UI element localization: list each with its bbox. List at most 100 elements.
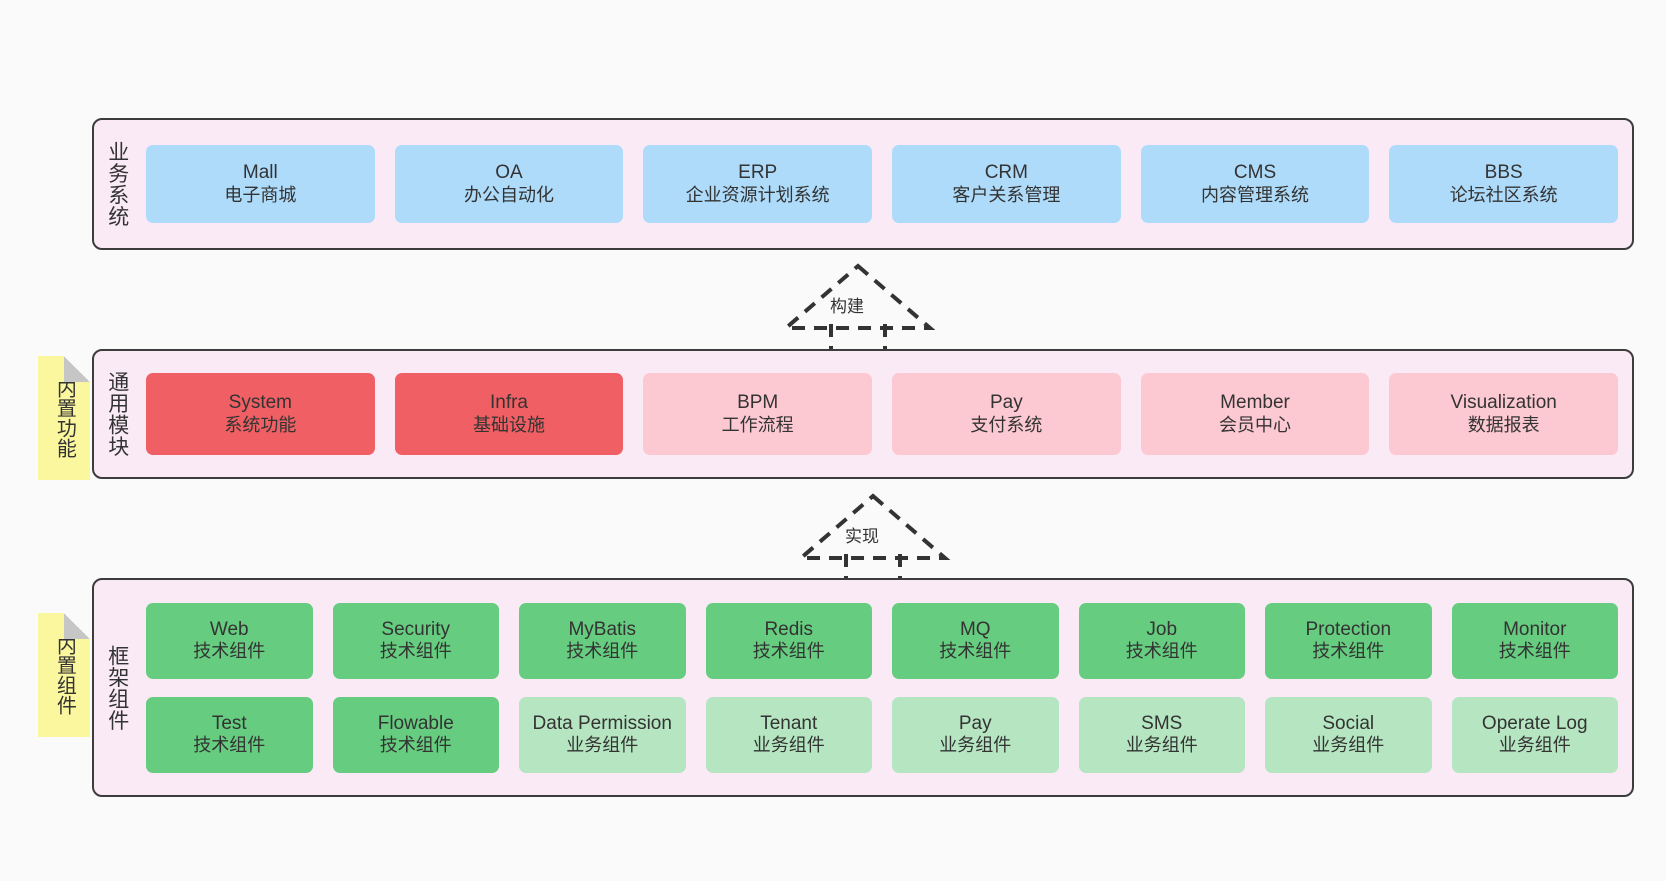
connector-build-shape bbox=[780, 263, 936, 352]
node-cms-cn: 内容管理系统 bbox=[1201, 184, 1310, 205]
node-system[interactable]: System 系统功能 bbox=[146, 373, 375, 455]
node-oa-cn: 办公自动化 bbox=[464, 184, 554, 205]
node-tenant[interactable]: Tenant 业务组件 bbox=[705, 696, 872, 773]
node-cms-en: CMS bbox=[1233, 162, 1277, 184]
node-sms[interactable]: SMS 业务组件 bbox=[1078, 696, 1245, 773]
node-redis-en: Redis bbox=[764, 618, 814, 640]
connector-implement-label: 实现 bbox=[845, 527, 879, 546]
node-infra-cn: 基础设施 bbox=[473, 414, 545, 435]
node-pay-component-cn: 业务组件 bbox=[939, 735, 1012, 756]
node-web-en: Web bbox=[209, 618, 249, 640]
node-erp[interactable]: ERP 企业资源计划系统 bbox=[643, 145, 873, 223]
node-protection-en: Protection bbox=[1305, 618, 1392, 640]
note-builtin-features-label: 内置功能 bbox=[53, 378, 76, 458]
node-mall[interactable]: Mall 电子商城 bbox=[146, 145, 375, 223]
node-test-cn: 技术组件 bbox=[193, 735, 266, 756]
connector-build: 构建 bbox=[778, 262, 938, 352]
node-sms-cn: 业务组件 bbox=[1125, 735, 1198, 756]
node-crm-en: CRM bbox=[984, 162, 1028, 184]
node-tenant-en: Tenant bbox=[760, 712, 818, 734]
node-mq-en: MQ bbox=[959, 618, 991, 640]
node-protection[interactable]: Protection 技术组件 bbox=[1265, 602, 1432, 679]
node-flowable[interactable]: Flowable 技术组件 bbox=[332, 696, 499, 773]
note-builtin-components-label: 内置组件 bbox=[53, 635, 76, 715]
node-flowable-en: Flowable bbox=[377, 712, 454, 734]
common-module-node-row: System 系统功能 Infra 基础设施 BPM 工作流程 Pay 支付系统… bbox=[146, 373, 1619, 455]
node-bpm[interactable]: BPM 工作流程 bbox=[643, 373, 873, 455]
node-mall-cn: 电子商城 bbox=[224, 184, 297, 205]
node-member-cn: 会员中心 bbox=[1219, 414, 1292, 435]
node-sms-en: SMS bbox=[1141, 712, 1183, 734]
node-operate-log[interactable]: Operate Log 业务组件 bbox=[1451, 696, 1618, 773]
node-monitor-en: Monitor bbox=[1503, 618, 1567, 640]
node-member-en: Member bbox=[1220, 392, 1290, 414]
node-system-cn: 系统功能 bbox=[224, 414, 297, 435]
node-security-cn: 技术组件 bbox=[379, 641, 452, 662]
node-operate-log-en: Operate Log bbox=[1481, 712, 1588, 734]
node-data-permission[interactable]: Data Permission 业务组件 bbox=[519, 696, 686, 773]
note-builtin-components: 内置组件 bbox=[38, 613, 90, 737]
node-infra[interactable]: Infra 基础设施 bbox=[394, 373, 624, 455]
node-operate-log-cn: 业务组件 bbox=[1498, 735, 1571, 756]
layer-business-systems: 业务系统 Mall 电子商城 OA 办公自动化 ERP 企业资源计划系统 CRM bbox=[92, 118, 1634, 250]
node-mybatis[interactable]: MyBatis 技术组件 bbox=[519, 602, 686, 679]
node-security[interactable]: Security 技术组件 bbox=[332, 602, 499, 679]
node-social[interactable]: Social 业务组件 bbox=[1265, 696, 1432, 773]
node-redis-cn: 技术组件 bbox=[752, 641, 825, 662]
node-security-en: Security bbox=[381, 618, 451, 640]
node-bbs-cn: 论坛社区系统 bbox=[1449, 184, 1558, 205]
layer-framework-components: 框架组件 Web 技术组件 Security 技术组件 MyBatis 技术组件… bbox=[92, 578, 1634, 797]
node-infra-en: Infra bbox=[489, 392, 529, 414]
node-visualization-cn: 数据报表 bbox=[1467, 414, 1540, 435]
node-test-en: Test bbox=[211, 712, 247, 734]
connector-build-label: 构建 bbox=[830, 297, 864, 316]
layer-body-framework: Web 技术组件 Security 技术组件 MyBatis 技术组件 Redi… bbox=[140, 580, 1632, 795]
node-mall-en: Mall bbox=[242, 162, 278, 184]
node-pay-module[interactable]: Pay 支付系统 bbox=[892, 373, 1121, 455]
node-visualization[interactable]: Visualization 数据报表 bbox=[1389, 373, 1619, 455]
node-mybatis-cn: 技术组件 bbox=[566, 641, 639, 662]
business-node-row: Mall 电子商城 OA 办公自动化 ERP 企业资源计划系统 CRM 客户关系… bbox=[146, 145, 1619, 223]
node-mybatis-en: MyBatis bbox=[568, 618, 637, 640]
node-tenant-cn: 业务组件 bbox=[752, 735, 825, 756]
node-web[interactable]: Web 技术组件 bbox=[146, 602, 313, 679]
node-redis[interactable]: Redis 技术组件 bbox=[705, 602, 872, 679]
node-bbs[interactable]: BBS 论坛社区系统 bbox=[1389, 145, 1619, 223]
node-data-permission-en: Data Permission bbox=[532, 712, 672, 734]
node-crm[interactable]: CRM 客户关系管理 bbox=[892, 145, 1121, 223]
node-bpm-en: BPM bbox=[737, 392, 779, 414]
node-pay-component[interactable]: Pay 业务组件 bbox=[892, 696, 1059, 773]
node-job-en: Job bbox=[1146, 618, 1178, 640]
node-cms[interactable]: CMS 内容管理系统 bbox=[1140, 145, 1370, 223]
node-erp-cn: 企业资源计划系统 bbox=[685, 184, 830, 205]
node-mq[interactable]: MQ 技术组件 bbox=[892, 602, 1059, 679]
node-pay-module-en: Pay bbox=[989, 392, 1023, 414]
framework-node-row-1: Web 技术组件 Security 技术组件 MyBatis 技术组件 Redi… bbox=[146, 602, 1618, 679]
connector-implement: 实现 bbox=[793, 492, 953, 582]
node-web-cn: 技术组件 bbox=[193, 641, 266, 662]
node-protection-cn: 技术组件 bbox=[1312, 641, 1385, 662]
node-data-permission-cn: 业务组件 bbox=[566, 735, 639, 756]
node-monitor[interactable]: Monitor 技术组件 bbox=[1451, 602, 1618, 679]
node-social-cn: 业务组件 bbox=[1312, 735, 1385, 756]
layer-common-modules: 通用模块 System 系统功能 Infra 基础设施 BPM 工作流程 Pay bbox=[92, 349, 1634, 479]
layer-title-framework: 框架组件 bbox=[105, 644, 129, 731]
layer-body-business: Mall 电子商城 OA 办公自动化 ERP 企业资源计划系统 CRM 客户关系… bbox=[140, 120, 1632, 248]
layer-body-common-module: System 系统功能 Infra 基础设施 BPM 工作流程 Pay 支付系统… bbox=[140, 351, 1632, 477]
node-pay-component-en: Pay bbox=[958, 712, 992, 734]
node-flowable-cn: 技术组件 bbox=[379, 735, 452, 756]
node-oa[interactable]: OA 办公自动化 bbox=[394, 145, 624, 223]
node-test[interactable]: Test 技术组件 bbox=[146, 696, 313, 773]
node-system-en: System bbox=[228, 392, 293, 414]
layer-title-business: 业务系统 bbox=[105, 141, 129, 227]
node-visualization-en: Visualization bbox=[1450, 392, 1557, 414]
node-job-cn: 技术组件 bbox=[1125, 641, 1198, 662]
node-oa-en: OA bbox=[495, 162, 523, 184]
node-member[interactable]: Member 会员中心 bbox=[1140, 373, 1370, 455]
note-builtin-features: 内置功能 bbox=[38, 356, 90, 480]
node-social-en: Social bbox=[1322, 712, 1375, 734]
node-monitor-cn: 技术组件 bbox=[1498, 641, 1571, 662]
connector-implement-shape bbox=[795, 493, 951, 582]
node-job[interactable]: Job 技术组件 bbox=[1078, 602, 1245, 679]
